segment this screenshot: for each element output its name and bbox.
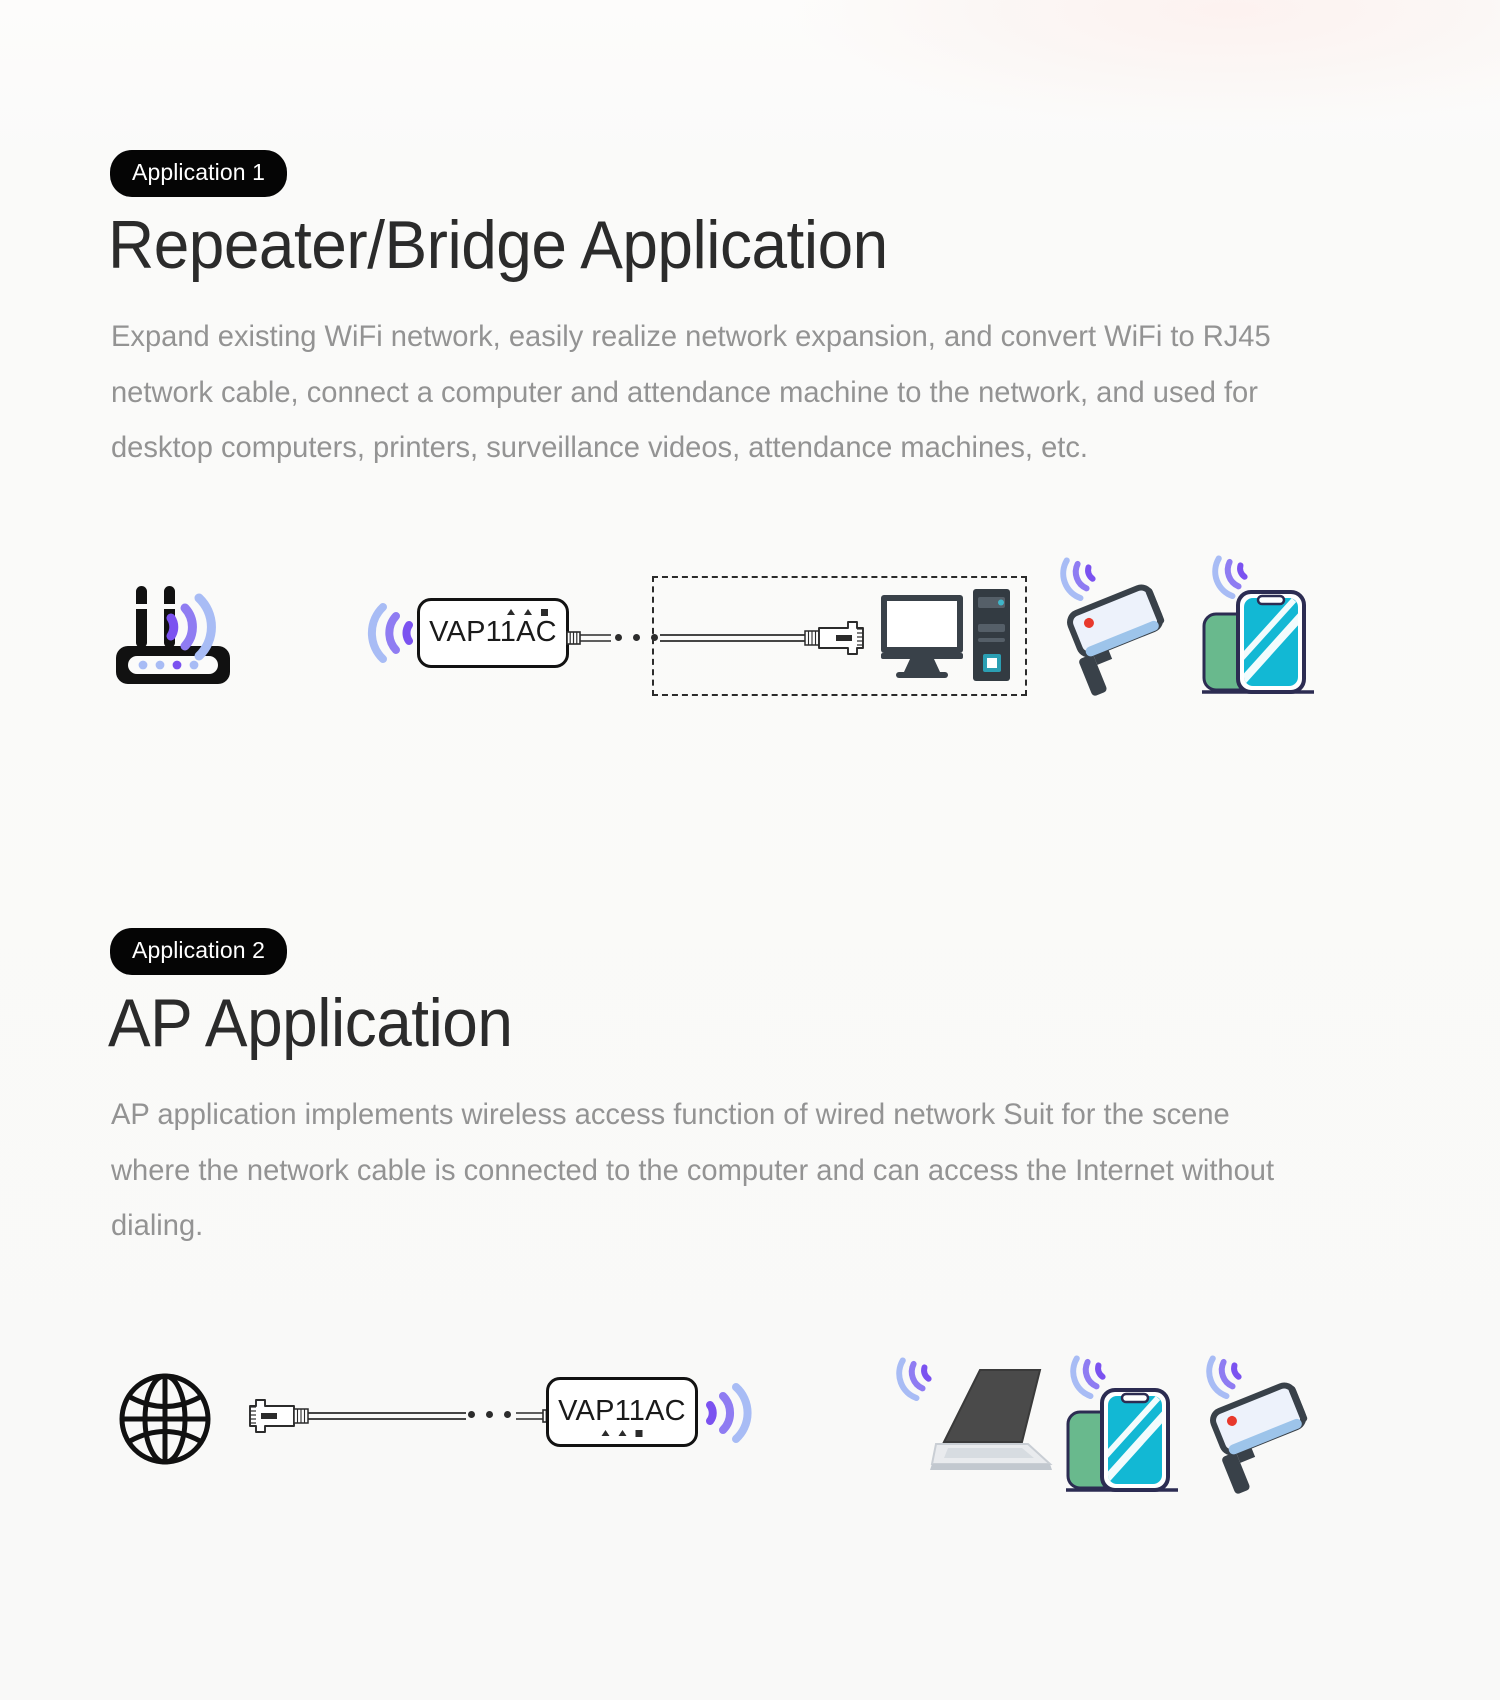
pc-tower — [972, 588, 1012, 682]
application-section-1: Application 1 Repeater/Bridge Applicatio… — [0, 150, 1500, 768]
vap11ac-label: VAP11AC — [429, 616, 557, 648]
led-triangle-icon — [601, 1430, 610, 1436]
dot — [468, 1410, 475, 1418]
application-section-2: Application 2 AP Application AP applicat… — [0, 928, 1500, 1542]
vap11ac-adapter-2[interactable]: VAP11AC — [546, 1376, 698, 1447]
wifi-signal-icon — [896, 1350, 938, 1401]
wifi-signal-icon — [702, 1382, 754, 1444]
led-triangle-icon — [507, 609, 515, 615]
ethernet-cable-stub — [566, 626, 611, 650]
dot — [633, 633, 640, 641]
led-triangle-icon — [618, 1430, 627, 1436]
wired-devices-region — [652, 575, 1027, 696]
ethernet-cable — [660, 620, 870, 656]
vap11ac-label: VAP11AC — [558, 1395, 686, 1427]
vap11ac-adapter-1[interactable]: VAP11AC — [417, 597, 569, 668]
led-square-icon — [541, 608, 548, 616]
desktop-monitor — [880, 594, 970, 680]
security-camera — [1198, 1376, 1318, 1494]
led-triangle-icon — [524, 609, 532, 615]
smartphone — [1198, 586, 1326, 698]
heading-application-1: Repeater/Bridge Application — [108, 207, 888, 283]
ethernet-cable — [246, 1398, 466, 1434]
diagram-application-2: VAP11AC — [0, 1342, 1500, 1542]
security-camera — [1055, 578, 1175, 696]
device-indicator-leds — [601, 1429, 643, 1437]
wifi-signal-icon — [1060, 550, 1102, 601]
dot — [651, 633, 658, 641]
paragraph-application-1: Expand existing WiFi network, easily rea… — [111, 320, 1271, 464]
wifi-signal-icon — [163, 588, 223, 666]
dot — [486, 1410, 493, 1418]
wifi-signal-icon — [365, 600, 417, 666]
paragraph-application-2: AP application implements wireless acces… — [111, 1098, 1275, 1242]
diagram-application-1: VAP11AC — [0, 538, 1500, 768]
device-indicator-leds — [507, 608, 548, 616]
laptop — [922, 1364, 1062, 1476]
dot — [504, 1410, 511, 1418]
wifi-signal-icon — [1206, 1348, 1248, 1399]
led-square-icon — [635, 1429, 643, 1437]
badge-application-2: Application 2 — [110, 928, 287, 975]
cable-break-dots — [615, 633, 658, 641]
wifi-signal-icon — [1212, 548, 1254, 599]
smartphone — [1062, 1384, 1190, 1496]
wifi-signal-icon — [1070, 1348, 1112, 1399]
globe-internet-icon — [118, 1372, 212, 1466]
badge-application-1: Application 1 — [110, 150, 287, 197]
dot — [615, 633, 622, 641]
cable-break-dots — [468, 1410, 511, 1418]
heading-application-2: AP Application — [108, 985, 513, 1061]
